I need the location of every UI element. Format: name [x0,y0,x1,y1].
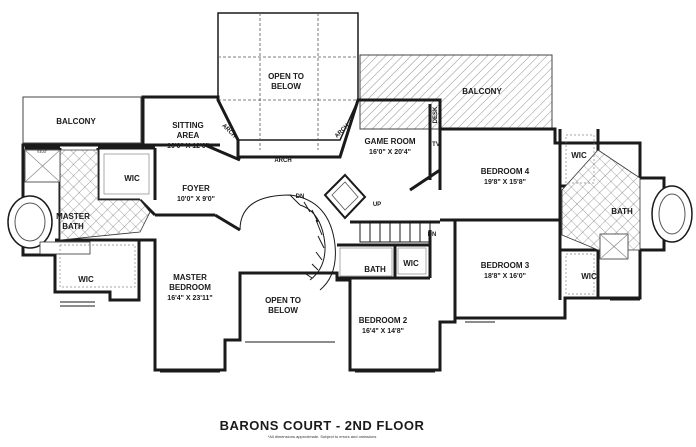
open-to-below-center-line2: BELOW [268,306,298,315]
master-bedroom-label-2: BEDROOM [169,283,211,292]
curved-staircase [239,173,431,291]
foyer-dim: 10'0" X 9'0" [177,196,215,203]
bath-right-label: BATH [611,207,633,216]
sitting-area-label-1: SITTING [172,121,204,130]
wic-bedroom4-label: WIC [571,151,587,160]
master-bath-label-1: MASTER [56,212,90,221]
foyer-label: FOYER [182,184,210,193]
arch-label-2: ARCH [274,158,291,164]
closet-details [59,134,595,295]
bedroom2-dim: 16'4" X 14'8" [362,328,404,335]
bedroom4-dim: 19'8" X 15'8" [484,179,526,186]
balcony-right-label: BALCONY [462,87,502,96]
open-to-below-center-line1: OPEN TO [265,296,301,305]
wic-center-label: WIC [403,259,419,268]
wic-master-top-label: WIC [124,174,140,183]
dn-right-label: DN [428,232,437,238]
sitting-area-label-2: AREA [177,131,200,140]
balcony-right [359,54,553,130]
open-to-below-top [217,12,359,150]
plan-title: BARONS COURT - 2ND FLOOR [220,418,425,433]
master-bedroom-dim: 16'4" X 23'11" [167,295,212,302]
open-to-below-top-line1: OPEN TO [268,72,304,81]
sitting-area-dim: 10'0" X 12'0" [167,143,209,150]
bedroom4-label: BEDROOM 4 [481,167,530,176]
balcony-left-label: BALCONY [56,117,96,126]
wic-bedroom3-label: WIC [581,272,597,281]
exterior-walls [21,95,666,372]
up-label: UP [373,202,381,208]
room-labels: OPEN TO BELOW BALCONY BALCONY SITTING AR… [37,72,633,335]
dn-left-label: DN [296,194,305,200]
bedroom3-dim: 18'8" X 16'0" [484,273,526,280]
balcony-left [22,96,142,144]
seat-label: SEAT [37,149,48,154]
game-room-dim: 16'0" X 20'4" [369,149,411,156]
wic-master-bottom-label: WIC [78,275,94,284]
open-to-below-top-line2: BELOW [271,82,301,91]
tv-label: TV [432,142,440,148]
bath-center-label: BATH [364,265,386,274]
bedroom2-label: BEDROOM 2 [359,316,408,325]
plan-footnote: *All dimensions approximate. Subject to … [268,434,377,439]
master-bedroom-label-1: MASTER [173,273,207,282]
bedroom3-label: BEDROOM 3 [481,261,530,270]
desk-label: DESK [433,106,439,123]
right-bath-tile [561,149,693,260]
master-bath-label-2: BATH [62,222,84,231]
master-bath-tile [7,149,151,255]
game-room-label: GAME ROOM [364,137,415,146]
windows [60,299,640,373]
